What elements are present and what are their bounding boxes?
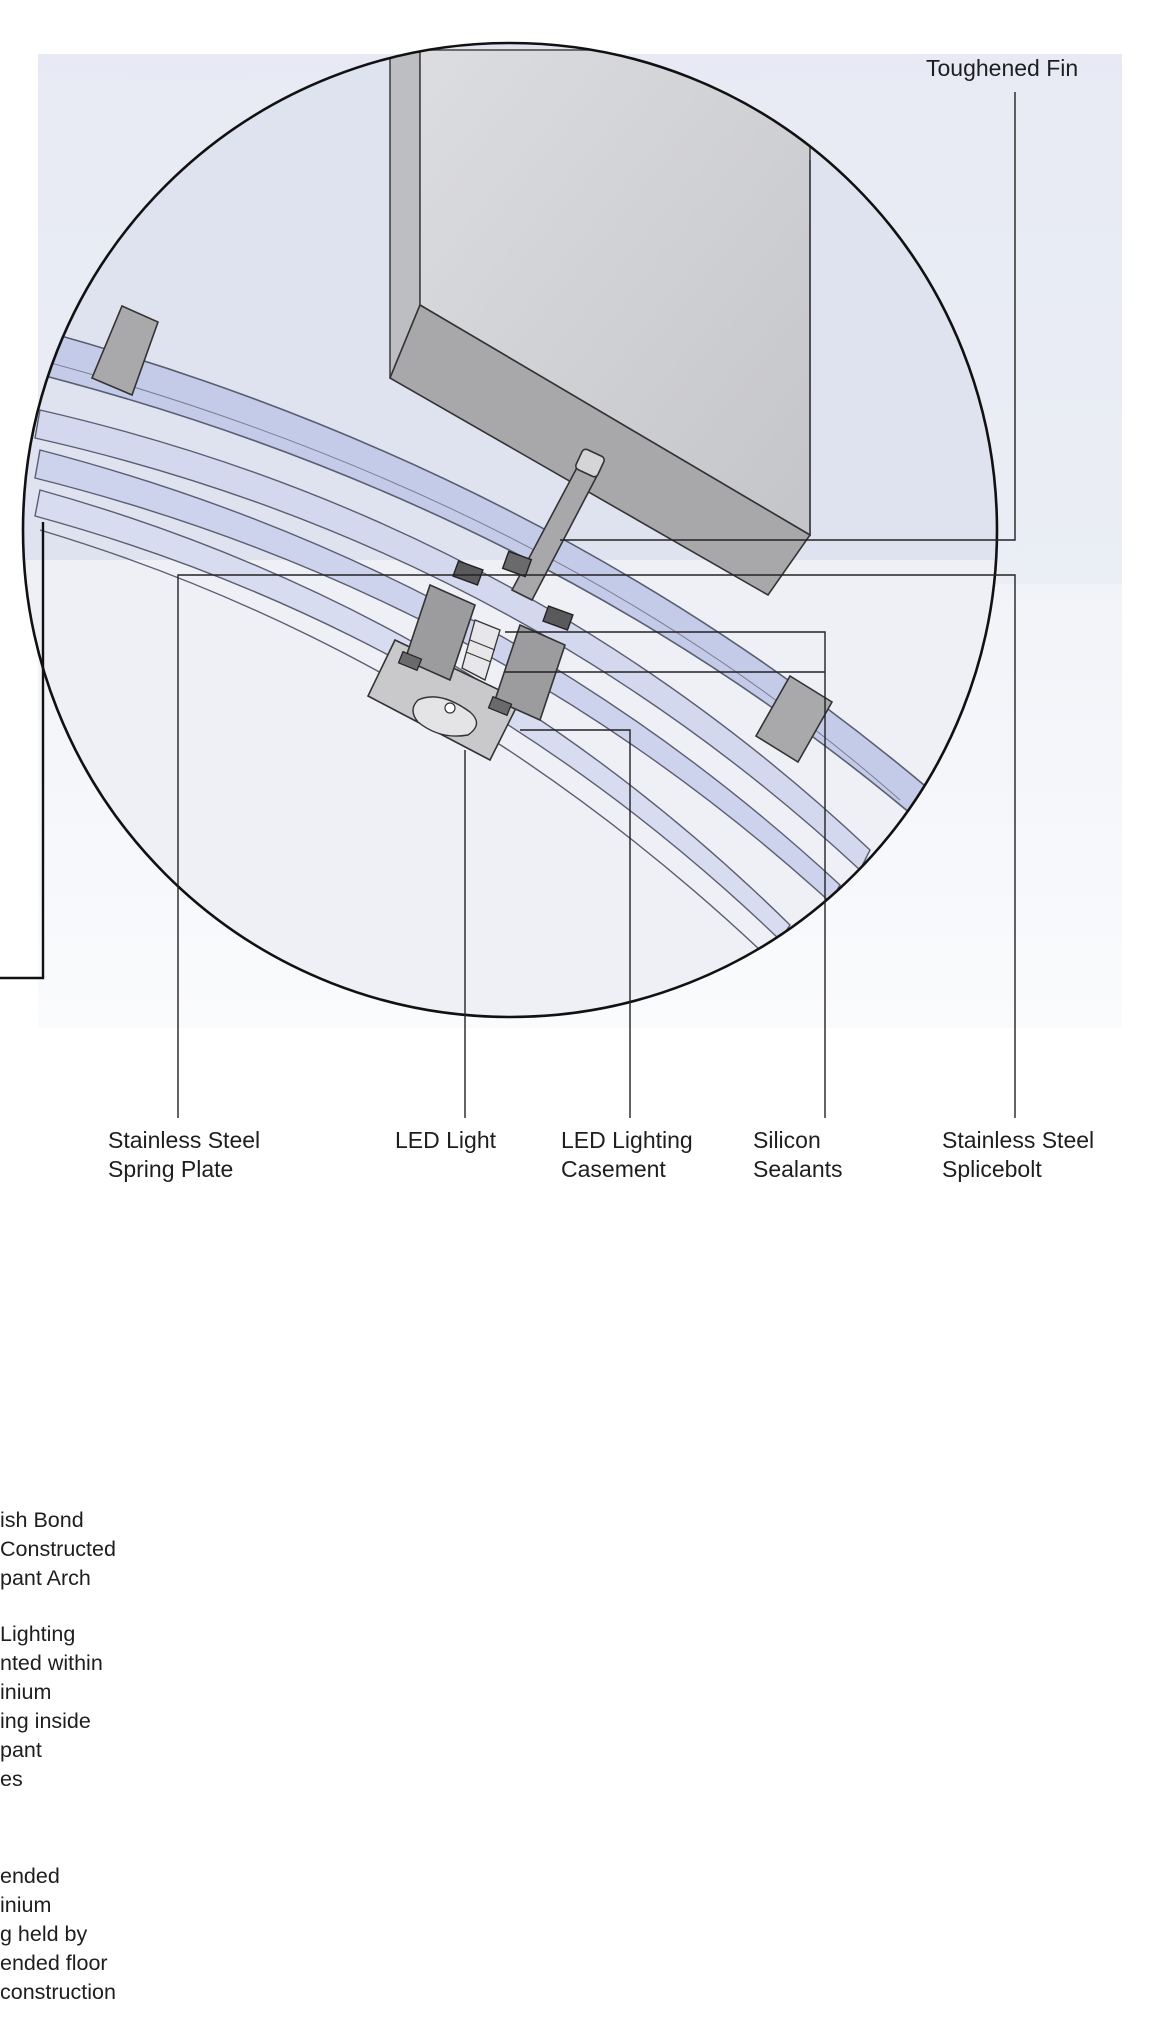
arch-band-2: [34, 409, 871, 872]
leader-toughened-fin: [560, 92, 1016, 541]
label-splicebolt-line-2: Splicebolt: [942, 1156, 1042, 1182]
note-3-line-5: construction: [0, 1980, 116, 2004]
label-spring-plate-line-2: Spring Plate: [108, 1156, 234, 1182]
spacer-block-right: [754, 674, 834, 764]
led-light-slot: [412, 696, 478, 737]
callout-connector: [0, 522, 45, 980]
label-silicon-sealants: Silicon Sealants: [753, 1126, 843, 1184]
bolt-head-right: [542, 605, 574, 631]
label-toughened-fin: Toughened Fin: [926, 55, 1079, 81]
note-1-line-2: Constructed: [0, 1537, 116, 1561]
note-arch-construction: ish Bond Constructed pant Arch: [0, 1506, 160, 1593]
note-led-lighting: Lighting nted within inium ing inside pa…: [0, 1620, 160, 1794]
washer-right: [487, 695, 513, 717]
label-led-casement: LED Lighting Casement: [561, 1126, 693, 1184]
note-2-line-4: ing inside: [0, 1709, 91, 1733]
spacer-block-left: [90, 304, 160, 397]
note-1-line-1: ish Bond: [0, 1508, 84, 1532]
note-3-line-2: inium: [0, 1893, 52, 1917]
rod-clamp: [574, 448, 606, 478]
note-2-line-2: nted within: [0, 1651, 103, 1675]
note-1-line-3: pant Arch: [0, 1566, 91, 1590]
label-silicon-sealants-line-2: Sealants: [753, 1156, 843, 1182]
leader-spring-plate: [177, 574, 610, 1118]
bolt-head-left: [452, 560, 484, 586]
label-silicon-sealants-line-1: Silicon: [753, 1127, 821, 1153]
magnifier-circle: [21, 41, 999, 1019]
label-spring-plate-line-1: Stainless Steel: [108, 1127, 261, 1153]
label-splicebolt-line-1: Stainless Steel: [942, 1127, 1095, 1153]
leader-sealants-1: [505, 631, 826, 1118]
note-2-line-6: es: [0, 1767, 23, 1791]
leader-led-casement: [520, 729, 631, 1118]
bolt-head-top: [501, 550, 533, 578]
casement-block-left: [404, 583, 476, 682]
note-suspended-ceiling: ended inium g held by ended floor constr…: [0, 1862, 160, 2007]
label-led-casement-line-1: LED Lighting: [561, 1127, 693, 1153]
label-spring-plate: Stainless Steel Spring Plate: [108, 1126, 260, 1184]
label-led-light: LED Light: [395, 1127, 497, 1153]
note-3-line-3: g held by: [0, 1922, 88, 1946]
leader-splicebolt: [610, 574, 1016, 1118]
note-2-line-3: inium: [0, 1680, 52, 1704]
note-3-line-4: ended floor: [0, 1951, 108, 1975]
note-3-line-1: ended: [0, 1864, 60, 1888]
leader-lines: [177, 92, 1016, 1118]
label-led-casement-line-2: Casement: [561, 1156, 666, 1182]
label-splicebolt: Stainless Steel Splicebolt: [942, 1126, 1094, 1184]
note-2-line-1: Lighting: [0, 1622, 76, 1646]
washer-left: [397, 650, 423, 672]
note-2-line-5: pant: [0, 1738, 42, 1762]
